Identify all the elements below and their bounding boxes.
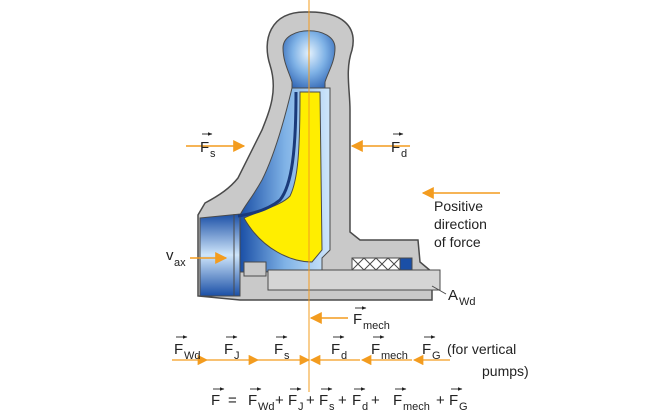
svg-text:mech: mech [403, 401, 430, 413]
svg-text:J: J [298, 401, 304, 413]
svg-text:F: F [449, 392, 458, 409]
impeller-shroud [237, 91, 298, 218]
shaft-seal [351, 257, 413, 271]
svg-text:F: F [211, 392, 220, 409]
vertical-pumps-note: (for vertical pumps) [447, 341, 529, 379]
svg-text:F: F [391, 139, 400, 156]
positive-direction-text: Positive direction of force [434, 198, 487, 250]
force-row-fmech: F mech [371, 335, 408, 362]
force-row-fd: F d [331, 335, 347, 362]
fmech-label: F mech [353, 306, 390, 332]
svg-text:of force: of force [434, 234, 481, 250]
svg-text:F: F [371, 341, 380, 358]
svg-text:mech: mech [381, 350, 408, 362]
svg-text:F: F [274, 341, 283, 358]
force-row-fj: F J [224, 335, 240, 362]
svg-text:v: v [166, 247, 174, 264]
svg-text:=: = [228, 392, 237, 409]
svg-text:ax: ax [174, 257, 186, 269]
force-row-fg: F G [422, 335, 441, 362]
svg-text:direction: direction [434, 216, 487, 232]
svg-text:Wd: Wd [258, 401, 275, 413]
svg-text:d: d [401, 148, 407, 160]
impeller-hub [243, 261, 267, 277]
svg-text:+: + [436, 392, 445, 409]
svg-text:+: + [306, 392, 315, 409]
svg-text:G: G [432, 350, 441, 362]
svg-text:d: d [341, 350, 347, 362]
svg-text:d: d [362, 401, 368, 413]
svg-text:F: F [353, 311, 362, 328]
svg-text:F: F [248, 392, 257, 409]
svg-text:F: F [224, 341, 233, 358]
force-row-fs: F s [274, 335, 290, 362]
force-row-fwd: F Wd [174, 335, 201, 362]
svg-text:F: F [288, 392, 297, 409]
svg-text:+: + [338, 392, 347, 409]
svg-text:Positive: Positive [434, 198, 483, 214]
svg-text:F: F [200, 139, 209, 156]
svg-text:A: A [448, 287, 458, 304]
svg-text:F: F [174, 341, 183, 358]
svg-text:pumps): pumps) [482, 363, 529, 379]
svg-text:(for vertical: (for vertical [447, 341, 516, 357]
fs-label: F s [200, 132, 216, 160]
svg-text:+: + [371, 392, 380, 409]
vax-label: v ax [166, 247, 186, 269]
svg-text:F: F [393, 392, 402, 409]
shaft [267, 269, 441, 291]
thrust-equation: F = F Wd + F J + F s + F d + F mech + F … [211, 387, 468, 413]
fd-label: F d [391, 132, 407, 160]
svg-text:F: F [331, 341, 340, 358]
svg-text:Wd: Wd [459, 296, 476, 308]
svg-text:J: J [234, 350, 240, 362]
awd-label: A Wd [448, 287, 476, 308]
svg-text:F: F [422, 341, 431, 358]
svg-text:+: + [275, 392, 284, 409]
svg-text:G: G [459, 401, 468, 413]
svg-text:s: s [329, 401, 335, 413]
svg-text:s: s [210, 148, 216, 160]
svg-text:s: s [284, 350, 290, 362]
awd-leader [431, 285, 447, 295]
svg-text:F: F [352, 392, 361, 409]
svg-text:F: F [319, 392, 328, 409]
svg-text:mech: mech [363, 320, 390, 332]
svg-text:Wd: Wd [184, 350, 201, 362]
